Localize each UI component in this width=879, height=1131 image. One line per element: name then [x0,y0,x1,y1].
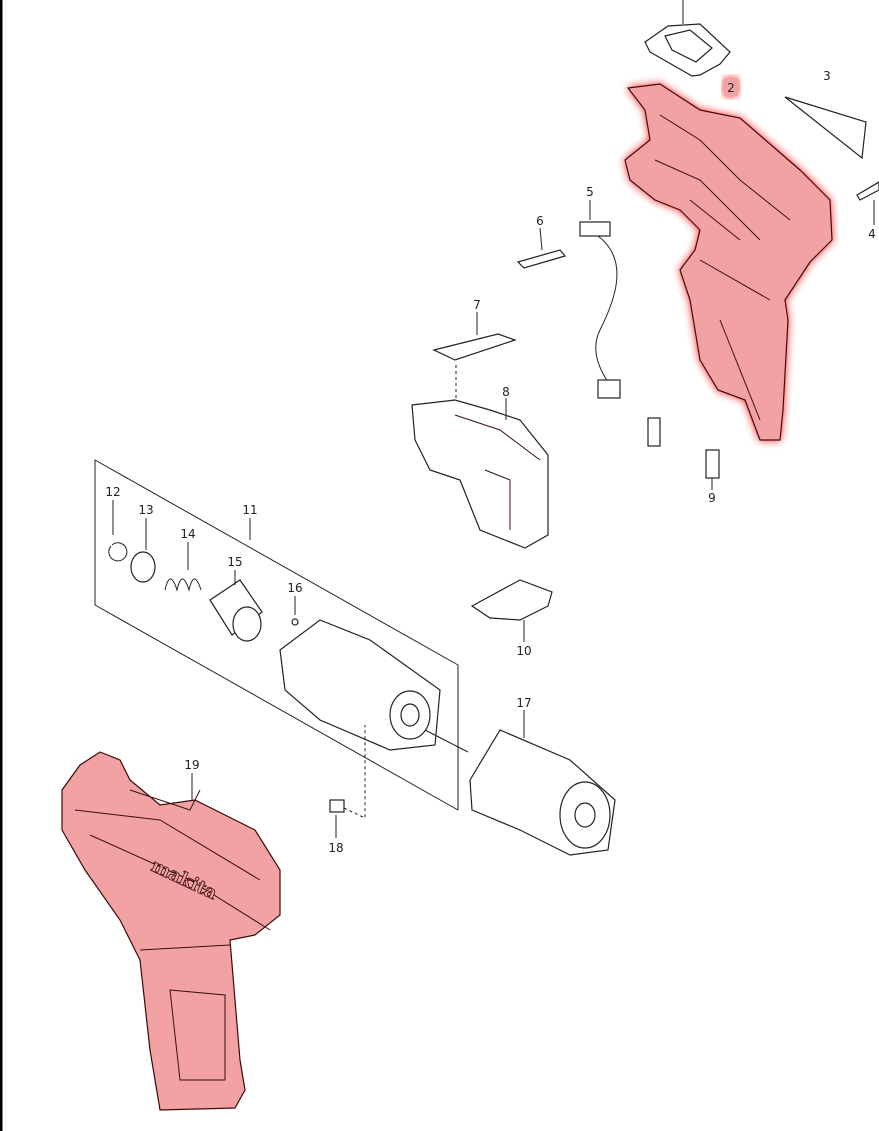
part-4-screw[interactable] [856,181,879,225]
label-8: 8 [502,385,510,399]
part-12-ring[interactable] [108,500,128,562]
part-1-switch-button[interactable] [644,0,731,77]
part-7-lever[interactable] [432,312,517,400]
label-11: 11 [242,503,257,517]
label-13: 13 [138,503,153,517]
label-10: 10 [516,644,531,658]
label-7: 7 [473,298,481,312]
part-13-washer[interactable] [130,518,156,583]
part-17-motor[interactable] [469,710,616,856]
part-16-ball[interactable] [291,596,299,626]
part-18-screw[interactable] [329,725,366,838]
label-2: 2 [727,81,735,95]
label-6: 6 [536,214,544,228]
part-11-gear-assembly[interactable] [94,459,469,811]
label-16: 16 [287,581,302,595]
label-12: 12 [105,485,120,499]
label-14: 14 [180,527,195,541]
part-6-spring-plate[interactable] [516,227,567,269]
label-9: 9 [708,491,716,505]
part-10-bracket[interactable] [470,579,553,642]
part-15-sleeve[interactable] [209,570,263,642]
label-19: 19 [184,758,199,772]
part-5-wire-lead[interactable] [579,200,621,399]
part-2-housing-right[interactable] [624,78,833,441]
part-19-housing-left[interactable]: makita [61,751,281,1111]
label-17: 17 [516,696,531,710]
label-4: 4 [868,227,876,241]
part-8-switch[interactable] [411,398,549,549]
part-14-spring[interactable] [164,542,202,592]
part-3-plate[interactable] [784,96,867,160]
label-18: 18 [328,841,343,855]
part-2-label-box [724,78,738,96]
part-9-clip[interactable] [647,417,720,490]
label-15: 15 [227,555,242,569]
label-5: 5 [586,185,594,199]
label-3: 3 [823,69,831,83]
